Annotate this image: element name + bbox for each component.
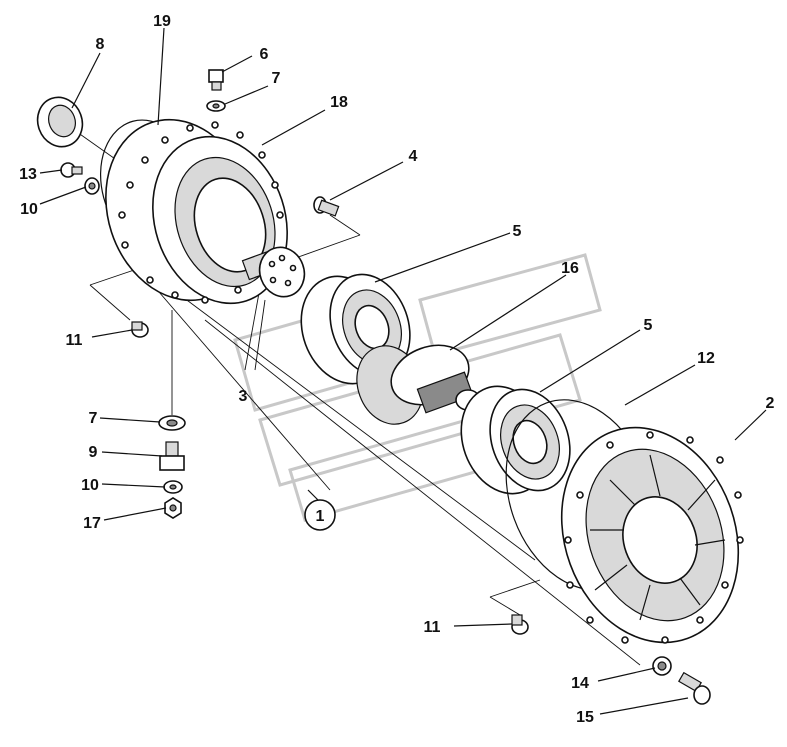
shaft-part-16[interactable] [346,335,481,434]
callout-10-lower: 10 [81,477,99,494]
bolt-part-4[interactable] [313,196,340,217]
cover-part-2[interactable] [533,403,768,668]
washer-part-10-lower[interactable] [163,480,183,494]
callout-18: 18 [330,94,348,111]
callout-19: 19 [153,13,171,30]
callout-7-upper: 7 [272,70,281,87]
callout-7-lower: 7 [89,410,98,427]
callout-circle-1 [304,499,336,531]
screw-part-9[interactable] [159,441,185,471]
callout-9: 9 [89,444,98,461]
washer-part-7-upper[interactable] [206,100,226,112]
leader-lines [39,27,767,715]
planet-carrier-part-3[interactable] [241,241,311,303]
plug-part-11-left[interactable] [131,321,149,338]
callout-5-upper: 5 [513,223,522,240]
bolt-part-15[interactable] [678,671,711,705]
callout-14: 14 [571,675,589,692]
washer-part-10-upper[interactable] [84,177,100,195]
callout-labels: 1 2 3 4 5 5 6 7 7 8 9 10 10 11 11 12 13 … [19,13,774,726]
callout-5-lower: 5 [644,317,653,334]
callout-4: 4 [409,148,418,165]
callout-16: 16 [561,260,579,277]
plug-part-11-right[interactable] [511,614,529,635]
callout-3: 3 [239,388,248,405]
nut-part-17[interactable] [164,497,182,519]
callout-11-left: 11 [66,332,83,349]
callout-6: 6 [260,46,269,63]
seal-ring-part-8[interactable] [31,91,89,153]
callout-17: 17 [83,515,101,532]
callout-10-upper: 10 [20,201,38,218]
callout-1: 1 [316,508,325,525]
washer-part-7-lower[interactable] [158,415,186,431]
callout-15: 15 [576,709,594,726]
plug-part-6[interactable] [208,69,224,91]
cover-ribs [590,454,726,621]
cover-bolt-holes [564,431,744,644]
callout-12: 12 [697,350,715,367]
screw-part-13[interactable] [60,162,83,178]
bearing-part-5-lower[interactable] [447,374,584,506]
callout-11-right: 11 [424,619,441,636]
washer-part-14[interactable] [652,656,672,676]
callout-2: 2 [766,395,775,412]
callout-8: 8 [96,36,105,53]
callout-13: 13 [19,166,37,183]
